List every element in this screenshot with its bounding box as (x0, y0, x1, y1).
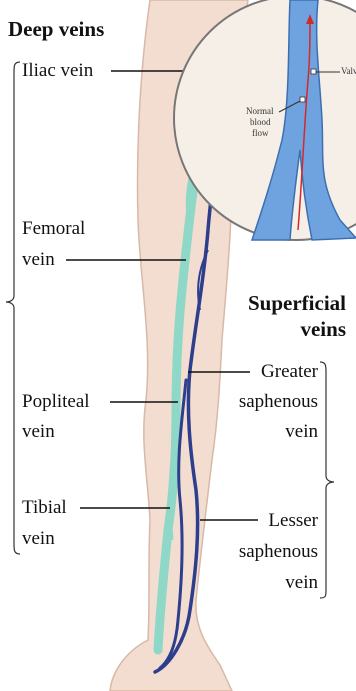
lesser-saphenous-label-line1: Lesser (214, 509, 318, 532)
iliac-vein-label: Iliac vein (22, 59, 93, 82)
normal-marker (300, 97, 305, 102)
superficial-veins-heading-line2: veins (228, 318, 346, 341)
femoral-vein-label-line1: Femoral (22, 217, 85, 240)
superficial-bracket (320, 362, 334, 598)
normal-flow-label-line3: flow (252, 128, 269, 138)
tibial-vein-label-line2: vein (22, 527, 55, 550)
valve-label: Valve (341, 66, 356, 76)
superficial-veins-heading-line1: Superficial (228, 292, 346, 315)
greater-saphenous-label-line2: saphenous (214, 390, 318, 413)
normal-flow-label-line1: Normal (246, 106, 274, 116)
popliteal-vein-label-line1: Popliteal (22, 390, 90, 413)
greater-saphenous-label-line3: vein (214, 420, 318, 443)
popliteal-vein-label-line2: vein (22, 420, 55, 443)
lesser-saphenous-label-line2: saphenous (214, 540, 318, 563)
deep-veins-heading: Deep veins (8, 18, 104, 41)
femoral-vein-label-line2: vein (22, 248, 55, 271)
deep-bracket (6, 62, 20, 554)
valve-marker (311, 69, 316, 74)
lesser-saphenous-label-line3: vein (214, 571, 318, 594)
greater-saphenous-label-line1: Greater (214, 360, 318, 383)
tibial-vein-label-line1: Tibial (22, 496, 67, 519)
normal-flow-label-line2: blood (250, 117, 271, 127)
